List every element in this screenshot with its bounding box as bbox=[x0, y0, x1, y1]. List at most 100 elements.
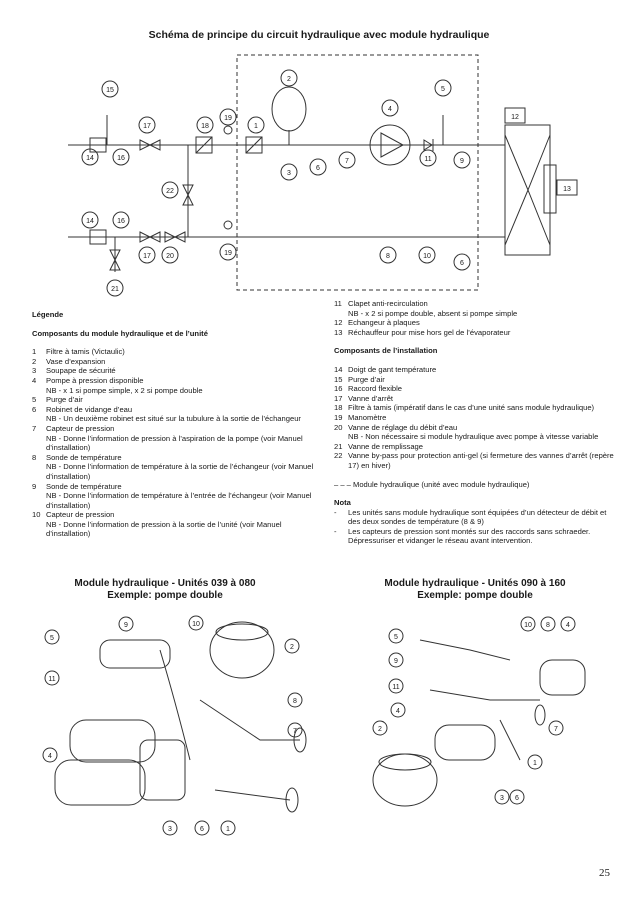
fig-left-label: 7 bbox=[293, 728, 297, 735]
schematic-label: 8 bbox=[386, 253, 390, 260]
fig-right-label: 1 bbox=[533, 760, 537, 767]
schematic-label: 6 bbox=[460, 260, 464, 267]
right-module-illustration bbox=[372, 616, 586, 807]
expansion-vessel bbox=[271, 86, 307, 132]
plate-heat-exchanger bbox=[504, 124, 551, 256]
fig-left-label: 2 bbox=[290, 644, 294, 651]
legend-item: NB - Donne l’information de température … bbox=[46, 491, 312, 510]
legend-item: NB - Donne l’information de pression à l… bbox=[46, 433, 303, 453]
valve-21 bbox=[109, 249, 121, 262]
schematic-label: 16 bbox=[117, 218, 125, 225]
schematic-label: 17 bbox=[143, 253, 151, 260]
fig-right-label: 11 bbox=[392, 684, 399, 691]
fig-right-label: 6 bbox=[515, 795, 519, 802]
fig-right-label: 4 bbox=[566, 622, 570, 629]
fig-left-label: 10 bbox=[192, 621, 200, 628]
schematic-label: 19 bbox=[224, 115, 232, 122]
legend-item: NB - Non nécessaire si module hydrauliqu… bbox=[348, 432, 599, 442]
fig-left-label: 3 bbox=[168, 826, 172, 833]
fig-left-label: 11 bbox=[48, 676, 55, 683]
schematic-label: 19 bbox=[224, 250, 232, 257]
figure-right-caption: Module hydraulique - Unités 090 à 160 Ex… bbox=[384, 578, 566, 601]
schematic-label: 1 bbox=[254, 123, 258, 130]
fig-left-label: 8 bbox=[293, 698, 297, 705]
legend-item: NB - x 2 si pompe double, absent si pomp… bbox=[348, 308, 518, 318]
schematic-label: 17 bbox=[143, 123, 151, 130]
legend-section1-heading: Composants du module hydraulique et de l… bbox=[32, 328, 208, 338]
schematic-label: 2 bbox=[287, 76, 291, 83]
fig-right-label: 3 bbox=[500, 795, 504, 802]
check-valve-11 bbox=[423, 139, 433, 151]
schematic-label: 14 bbox=[86, 155, 94, 162]
figure-left-caption: Module hydraulique - Unités 039 à 080 Ex… bbox=[74, 578, 256, 601]
schematic-label: 16 bbox=[117, 155, 125, 162]
fig-right-label: 9 bbox=[394, 658, 398, 665]
schematic-label: 10 bbox=[423, 253, 431, 260]
legend-section2-heading: Composants de l’installation bbox=[334, 346, 438, 356]
fig-right-label: 2 bbox=[378, 726, 382, 733]
legend-item: NB - Donne l’information de pression à l… bbox=[46, 519, 282, 539]
fig-left-label: 5 bbox=[50, 635, 54, 642]
valve-17-bottom bbox=[139, 231, 152, 243]
legend-left: Légende Composants du module hydraulique… bbox=[32, 310, 314, 539]
legend-item: NB - Donne l’information de température … bbox=[46, 462, 314, 481]
fig-left-label: 6 bbox=[200, 826, 204, 833]
legend-item: NB - x 1 si pompe simple, x 2 si pompe d… bbox=[46, 385, 203, 395]
strainer-1 bbox=[245, 136, 263, 154]
schematic-label: 15 bbox=[106, 87, 114, 94]
schematic-label: 6 bbox=[316, 165, 320, 172]
legend-heading: Légende bbox=[32, 310, 64, 319]
schematic-label: 11 bbox=[424, 156, 431, 163]
left-module-illustration bbox=[42, 615, 307, 836]
fig-right-label: 4 bbox=[396, 708, 400, 715]
fig-right-label: 5 bbox=[394, 634, 398, 641]
schematic-label: 7 bbox=[345, 158, 349, 165]
strainer-18 bbox=[195, 136, 213, 154]
schematic-label: 4 bbox=[388, 106, 392, 113]
schematic-label: 21 bbox=[111, 286, 119, 293]
fig-right-label: 7 bbox=[554, 726, 558, 733]
nota-item: -Les unités sans module hydraulique sont… bbox=[334, 507, 607, 527]
pump bbox=[369, 124, 411, 166]
page-number: 25 bbox=[599, 867, 610, 879]
schematic-label: 18 bbox=[201, 123, 209, 130]
schematic-label: 22 bbox=[166, 188, 174, 195]
schematic-label: 3 bbox=[287, 170, 291, 177]
fig-left-label: 9 bbox=[124, 622, 128, 629]
fig-left-label: 4 bbox=[48, 753, 52, 760]
nota-heading: Nota bbox=[334, 498, 351, 508]
legend-item: NB - Un deuxième robinet est situé sur l… bbox=[46, 414, 301, 424]
valve-22 bbox=[182, 184, 194, 197]
schematic-label: 14 bbox=[86, 218, 94, 225]
nota-item: -Les capteurs de pression sont montés su… bbox=[334, 526, 591, 546]
valve-17-top bbox=[139, 139, 152, 151]
module-boundary bbox=[236, 54, 479, 291]
fig-right-label: 10 bbox=[524, 622, 532, 629]
schematic-label: 20 bbox=[166, 253, 174, 260]
schematic-label: 12 bbox=[511, 114, 519, 121]
schematic-label: 9 bbox=[460, 158, 464, 165]
valve-20 bbox=[164, 231, 177, 243]
